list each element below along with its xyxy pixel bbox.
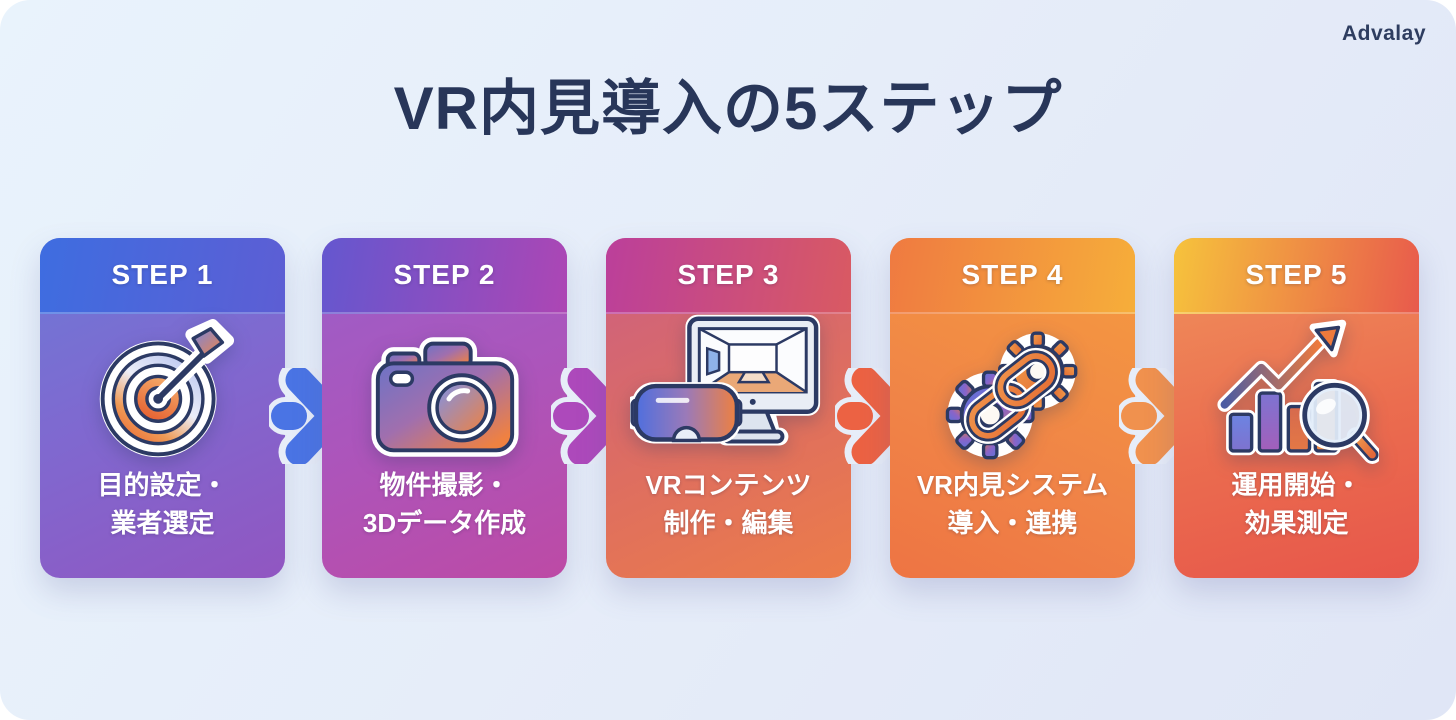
step-card-5: STEP 5 (1174, 238, 1419, 578)
step-3-header: STEP 3 (606, 238, 851, 314)
vr-headset-monitor-icon (606, 312, 851, 468)
step-3-label: STEP 3 (677, 259, 780, 290)
camera-icon (322, 316, 567, 472)
step-2-label: STEP 2 (393, 259, 496, 290)
step-card-4: STEP 4 (890, 238, 1135, 578)
brand-logo: Advalay (1341, 22, 1426, 45)
step-5-label: STEP 5 (1245, 259, 1348, 290)
step-5-header: STEP 5 (1174, 238, 1419, 314)
gears-chain-link-icon (890, 316, 1135, 472)
step-card-3: STEP 3 VRコンテンツ 制作・編集 (606, 238, 851, 578)
page-title: VR内見導入の5ステップ (393, 75, 1063, 142)
step-card-2: STEP 2 (322, 238, 567, 578)
step-5-description: 運用開始・ 効果測定 (1231, 470, 1362, 538)
step-4-description: VR内見システム 導入・連携 (916, 470, 1109, 538)
step-4-label: STEP 4 (961, 259, 1064, 290)
target-dart-icon (40, 316, 285, 472)
step-3-description: VRコンテンツ 制作・編集 (645, 470, 812, 538)
step-1-description: 目的設定・ 業者選定 (97, 470, 228, 538)
step-card-1: STEP 1 (40, 238, 285, 578)
step-1-header: STEP 1 (40, 238, 285, 314)
step-4-header: STEP 4 (890, 238, 1135, 314)
step-2-description: 物件撮影・ 3Dデータ作成 (362, 470, 527, 538)
step-2-header: STEP 2 (322, 238, 567, 314)
step-1-label: STEP 1 (111, 259, 214, 290)
growth-chart-magnifier-icon (1174, 316, 1419, 472)
